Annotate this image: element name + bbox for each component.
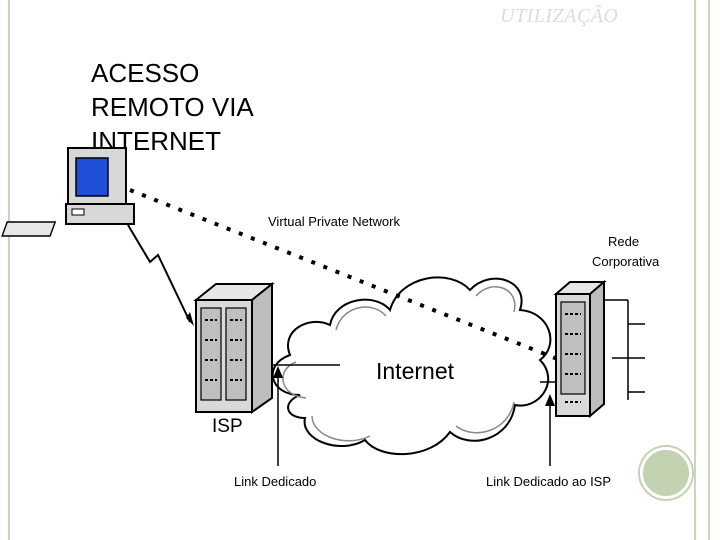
link-right-label: Link Dedicado ao ISP	[486, 474, 612, 489]
heading-line-1: ACESSO	[91, 58, 200, 88]
frame-left-border	[8, 0, 10, 540]
remote-computer-icon	[1, 147, 135, 237]
dialup-lightning-link	[127, 224, 191, 323]
slide-title: UTILIZAÇÃO	[500, 5, 619, 27]
corporate-label-line1: Rede	[608, 234, 640, 249]
internet-label: Internet	[376, 358, 454, 384]
vpn-label: Virtual Private Network	[268, 214, 400, 229]
corporate-network-bus	[604, 299, 645, 400]
heading-line-2: REMOTO VIA	[91, 92, 254, 122]
frame-right-border-outer	[708, 0, 710, 540]
internet-cloud	[271, 276, 552, 456]
link-left-label: Link Dedicado	[234, 474, 317, 489]
decorative-circle	[640, 447, 692, 499]
link-left-arrow	[273, 366, 283, 466]
corporate-label-line2: Corporativa	[592, 254, 660, 269]
link-right-arrow	[545, 394, 555, 466]
slide-heading: ACESSO REMOTO VIA INTERNET	[91, 56, 254, 158]
isp-server-icon	[193, 281, 275, 414]
frame-right-border	[694, 0, 696, 540]
corporate-server-icon	[553, 279, 607, 419]
isp-label: ISP	[212, 416, 243, 437]
